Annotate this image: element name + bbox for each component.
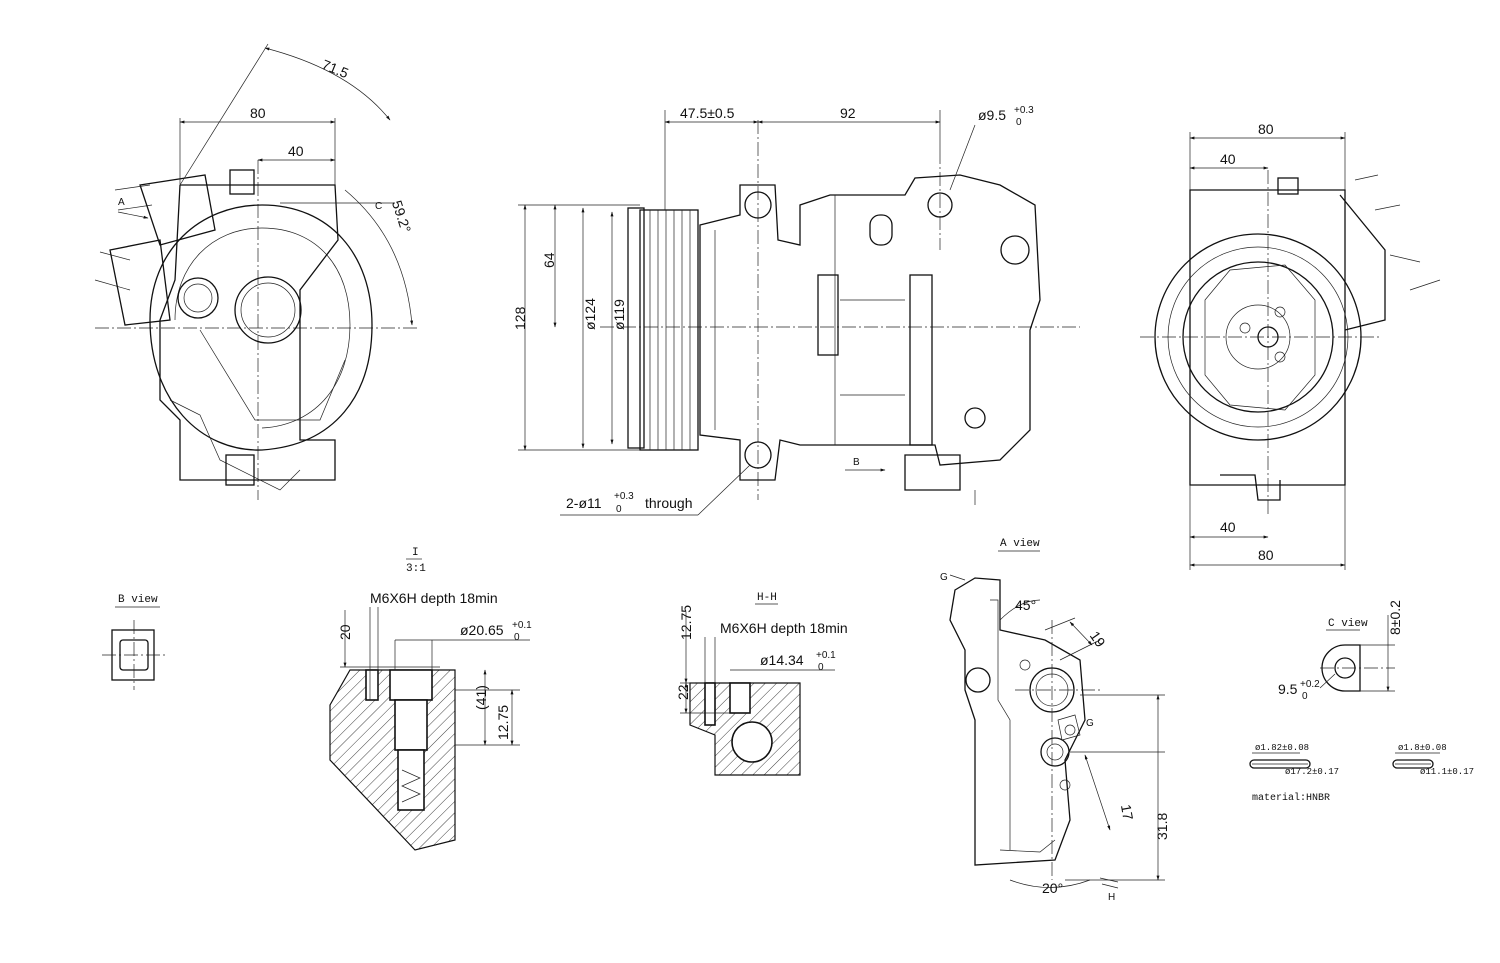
ring2-cross-section: ø1.8±0.08 [1398,743,1447,753]
c-view: C view 8±0.2 9.5 +0.2 0 [1278,600,1403,702]
dim-hh-12-75: 12.75 [678,605,694,640]
detail-i: I 3:1 M6X6H depth 18min 20 ø20.65 +0.1 0… [329,547,532,851]
side-view: B 47.5±0.5 92 ø9.5 +0.3 0 128 64 ø124 ø1… [512,105,1080,516]
dim-det-thread: M6X6H depth 18min [370,590,498,606]
dim-hh-phi14-34: ø14.34 [760,652,804,668]
hh-label: H-H [757,592,777,604]
hh-section: H-H M6X6H depth 18min 12.75 ø14.34 +0.1 … [675,592,848,776]
o-ring-2: ø1.8±0.08 ø11.1±0.17 [1392,743,1474,777]
dim-right-40-top: 40 [1220,151,1236,167]
dim-side-phi9-5-tol-dn: 0 [1016,117,1022,128]
dim-cv-8: 8±0.2 [1387,600,1403,635]
dim-side-92: 92 [840,105,856,121]
dim-side-128: 128 [512,306,528,330]
o-ring-1: ø1.82±0.08 ø17.2±0.17 material:HNBR [1249,743,1339,804]
ring2-inner-diameter: ø11.1±0.17 [1420,767,1474,777]
dim-side-phi9-5-tol-up: +0.3 [1014,105,1034,116]
marker-b: B [853,457,860,468]
dim-hh-phi14-34-tol-up: +0.1 [816,650,836,661]
dim-det-41: (41) [473,685,489,710]
dim-left-71-5: 71.5 [320,56,351,81]
detail-i-scale: 3:1 [406,563,426,575]
dim-left-40: 40 [288,143,304,159]
dim-right-80-bottom: 80 [1258,547,1274,563]
dim-av-45: 45° [1015,597,1036,613]
marker-h: H [1108,892,1115,903]
c-view-label: C view [1328,618,1368,630]
dim-det-12-75: 12.75 [495,705,511,740]
b-view-label: B view [118,594,158,606]
dim-side-47-5: 47.5±0.5 [680,105,735,121]
marker-g2: G [1086,718,1094,729]
dim-det-phi20-65-tol-dn: 0 [514,632,520,643]
dim-det-phi20-65-tol-up: +0.1 [512,620,532,631]
dim-cv-9-5-tol-dn: 0 [1302,691,1308,702]
marker-g1: G [940,572,948,583]
marker-a: A [118,197,125,208]
dim-hh-phi14-34-tol-dn: 0 [818,662,824,673]
marker-c: C [375,201,382,212]
dim-hh-22: 22 [675,684,691,700]
dim-cv-9-5-tol-up: +0.2 [1300,679,1320,690]
a-view: A view G G 45° 19 17 31.8 20° [940,538,1170,903]
dim-side-hole-tol-dn: 0 [616,504,622,515]
dim-left-80: 80 [250,105,266,121]
rear-view: 80 40 40 80 [1140,121,1441,570]
dim-av-19: 19 [1087,628,1109,650]
dim-side-phi9-5: ø9.5 [978,107,1006,123]
dim-hh-thread: M6X6H depth 18min [720,620,848,636]
ring1-inner-diameter: ø17.2±0.17 [1285,767,1339,777]
dim-det-phi20-65: ø20.65 [460,622,504,638]
dim-side-hole-tol-up: +0.3 [614,491,634,502]
dim-side-phi124: ø124 [582,298,598,330]
dim-det-20: 20 [337,624,353,640]
dim-side-64: 64 [541,252,557,268]
dim-right-40-bottom: 40 [1220,519,1236,535]
dim-side-hole: 2-ø11 [566,495,602,511]
dim-av-17: 17 [1118,803,1136,821]
material-label: material:HNBR [1252,792,1330,804]
dim-right-80-top: 80 [1258,121,1274,137]
dim-cv-9-5: 9.5 [1278,681,1298,697]
front-view: 80 40 71.5 59.2° C A [94,43,420,500]
dim-left-59-2: 59.2° [389,198,414,234]
a-view-label: A view [1000,538,1040,550]
dim-av-31-8: 31.8 [1154,813,1170,840]
dim-av-20: 20° [1042,880,1063,896]
b-view: B view [102,594,165,690]
detail-i-num: I [412,547,419,559]
dim-side-phi119: ø119 [611,299,627,330]
ring1-cross-section: ø1.82±0.08 [1255,743,1309,753]
dim-side-hole-suffix: through [645,495,692,511]
